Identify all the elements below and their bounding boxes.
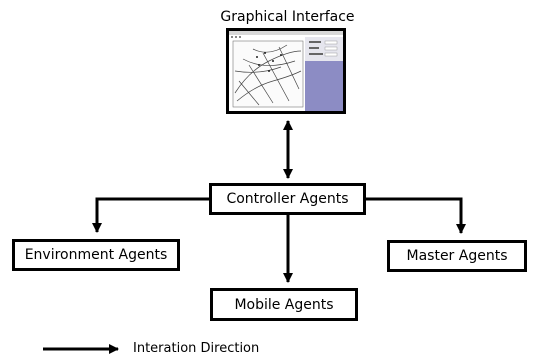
interface-screenshot xyxy=(226,28,346,114)
controller-environment-arrow xyxy=(92,197,209,233)
controller-master-arrow xyxy=(366,197,466,234)
legend-label: Interation Direction xyxy=(133,341,260,356)
interface-title: Graphical Interface xyxy=(220,9,355,25)
mobile-agents-label: Mobile Agents xyxy=(234,296,334,313)
master-agents-label: Master Agents xyxy=(406,248,508,264)
controller-agents-box: Controller Agents xyxy=(209,183,366,215)
controller-agents-label: Controller Agents xyxy=(226,191,349,207)
environment-agents-box: Environment Agents xyxy=(12,239,180,271)
map-window-icon xyxy=(229,31,343,111)
master-agents-box: Master Agents xyxy=(387,240,527,272)
environment-agents-label: Environment Agents xyxy=(24,247,168,263)
mobile-agents-box: Mobile Agents xyxy=(210,288,358,321)
